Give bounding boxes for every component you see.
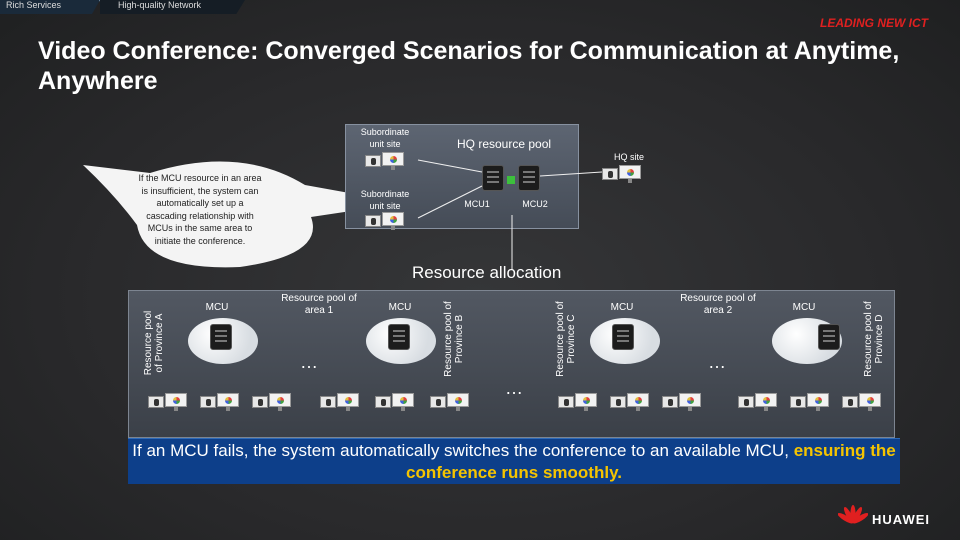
mcu-label-d: MCU: [792, 302, 816, 313]
ellipsis-area1: …: [300, 352, 319, 372]
terminal-icon: [610, 393, 654, 411]
speech-bubble: [83, 161, 405, 268]
bubble-text: If the MCU resource in an area is insuff…: [138, 173, 262, 246]
terminal-icon: [365, 152, 409, 170]
link-indicator-icon: [507, 176, 515, 184]
area2-label: Resource pool of area 2: [680, 293, 756, 316]
hq-resource-pool-box: [345, 124, 579, 229]
terminal-icon: [602, 165, 646, 183]
regional-resource-pools-box: [128, 290, 895, 438]
caption-text: If an MCU fails, the system automaticall…: [128, 440, 900, 484]
huawei-wordmark: HUAWEI: [872, 512, 930, 527]
mcu-device-icon: [818, 324, 840, 350]
ellipsis-area2: …: [708, 352, 727, 372]
resource-allocation-label: Resource allocation: [412, 263, 562, 282]
subordinate-site-mid-label: Subordinate unit site: [360, 189, 410, 211]
terminal-icon: [558, 393, 602, 411]
terminal-icon: [662, 393, 706, 411]
huawei-logo-icon: [838, 505, 868, 524]
terminal-icon: [365, 212, 409, 230]
mcu1-device-icon: [482, 165, 504, 191]
mcu-device-icon: [210, 324, 232, 350]
mcu2-device-icon: [518, 165, 540, 191]
terminal-icon: [148, 393, 192, 411]
mcu1-label: MCU1: [464, 199, 490, 209]
terminal-icon: [790, 393, 834, 411]
terminal-icon: [842, 393, 886, 411]
terminal-icon: [375, 393, 419, 411]
terminal-icon: [738, 393, 782, 411]
terminal-icon: [200, 393, 244, 411]
province-b-label: Resource pool of Province B: [443, 301, 465, 377]
ellipsis-center: …: [505, 378, 524, 398]
province-a-label: Resource pool of Province A: [143, 310, 165, 376]
caption-highlight: ensuring the conference runs smoothly.: [405, 441, 896, 482]
tab-high-quality-network[interactable]: High-quality Network: [100, 0, 245, 14]
terminal-icon: [320, 393, 364, 411]
mcu2-label: MCU2: [522, 199, 548, 209]
terminal-icon: [252, 393, 296, 411]
hq-site-label: HQ site: [613, 152, 644, 162]
province-c-label: Resource pool of Province C: [555, 301, 577, 377]
mcu-device-icon: [388, 324, 410, 350]
area1-label: Resource pool of area 1: [281, 293, 357, 316]
caption-bar: [128, 438, 900, 484]
hq-resource-pool-title: HQ resource pool: [457, 137, 552, 151]
caption-part1: If an MCU fails, the system automaticall…: [132, 441, 789, 460]
terminal-icon: [430, 393, 474, 411]
brand-slogan: LEADING NEW ICT: [820, 16, 928, 30]
subordinate-site-top-label: Subordinate unit site: [360, 127, 410, 149]
mcu-label-c: MCU: [610, 302, 634, 313]
mcu-device-icon: [612, 324, 634, 350]
mcu-label-a: MCU: [205, 302, 229, 313]
province-d-label: Resource pool of Province D: [863, 301, 885, 377]
mcu-label-b: MCU: [388, 302, 412, 313]
page-title: Video Conference: Converged Scenarios fo…: [38, 37, 900, 95]
